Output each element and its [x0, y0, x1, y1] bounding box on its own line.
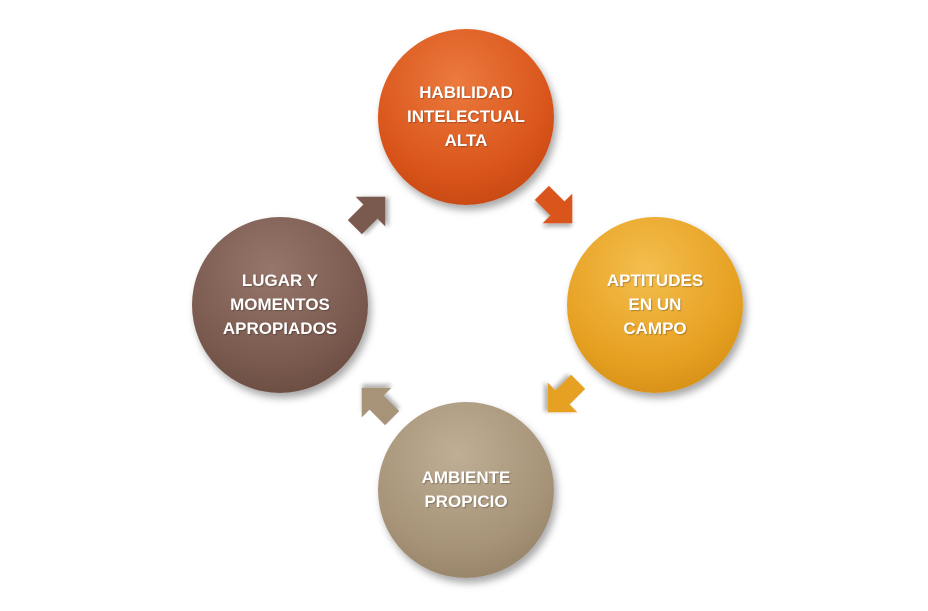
node-label: AMBIENTE PROPICIO — [421, 468, 511, 511]
arrow-icon-top-to-right — [534, 185, 573, 224]
arrow-icon-bottom-to-left — [361, 387, 400, 426]
arrow-icon-right-to-bottom — [547, 374, 586, 413]
node-habilidad-intelectual: HABILIDAD INTELECTUAL ALTA — [378, 29, 554, 205]
node-label: LUGAR Y MOMENTOS APROPIADOS — [222, 271, 338, 338]
arrow-icon-left-to-top — [347, 196, 386, 235]
node-label: APTITUDES EN UN CAMPO — [606, 271, 704, 338]
node-aptitudes: APTITUDES EN UN CAMPO — [567, 217, 743, 393]
node-label: HABILIDAD INTELECTUAL ALTA — [406, 83, 526, 150]
node-lugar-momentos: LUGAR Y MOMENTOS APROPIADOS — [192, 217, 368, 393]
node-ambiente: AMBIENTE PROPICIO — [378, 402, 554, 578]
